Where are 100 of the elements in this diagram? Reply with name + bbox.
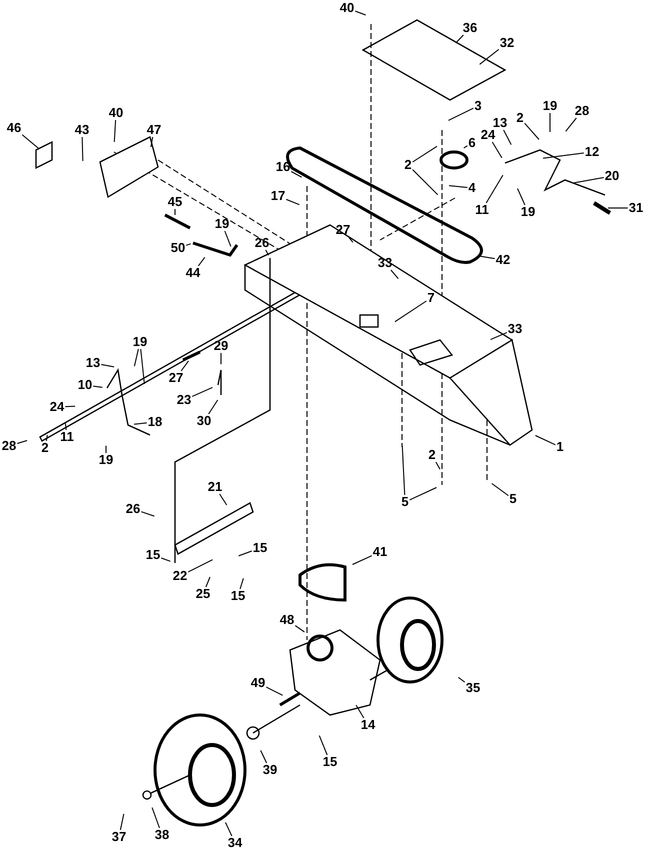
leader-line [448,185,468,188]
callout-number: 5 [400,495,410,509]
leader-line [140,511,155,517]
callout-number: 19 [98,453,114,467]
callout-number: 2 [403,158,413,172]
callout-number: 15 [322,755,338,769]
leader-line [517,188,526,206]
callout-number: 15 [144,548,162,562]
leader-line [82,136,84,162]
leader-line [174,208,176,216]
callout-number: 32 [498,36,516,50]
leader-line [354,10,366,16]
leader-line [463,145,468,148]
callout-number: 45 [166,195,184,209]
leader-line [565,118,577,132]
callout-number: 41 [372,545,388,559]
callout-number: 4 [467,181,477,195]
callout-number: 42 [494,253,512,267]
callout-number: 28 [0,439,18,453]
callout-number: 27 [334,223,352,237]
callout-number: 50 [170,241,186,255]
leader-line [180,360,189,372]
callout-number: 5 [508,492,518,506]
callout-number: 10 [76,378,94,392]
leader-line [573,177,604,184]
callout-number: 7 [426,291,436,305]
leader-line [22,134,39,149]
leader-line [448,108,474,121]
callout-number: 30 [196,414,212,428]
leader-line [534,435,556,446]
callout-number: 11 [59,430,75,444]
callout-number: 43 [74,123,90,137]
leader-line [352,555,372,565]
leader-line [160,558,171,562]
leader-line [394,300,427,322]
leader-line [390,270,399,280]
callout-number: 15 [230,589,246,603]
leader-line [491,483,509,496]
callout-number: 16 [274,160,292,174]
leader-line [134,348,139,367]
leader-line [134,422,148,425]
callout-number: 21 [206,480,224,494]
leader-line [238,550,252,556]
leader-line [16,440,28,444]
callout-number: 35 [464,681,482,695]
leader-line [186,243,192,246]
leader-line [219,494,228,506]
callout-number: 39 [262,763,278,777]
leader-line [455,34,464,44]
leader-line [140,348,145,384]
leader-line [458,676,466,683]
callout-number: 24 [48,400,66,414]
callout-number: 1 [555,440,565,454]
leader-line [150,136,154,148]
leader-line [409,487,437,500]
callout-number: 31 [628,201,644,215]
callout-number: 17 [270,189,286,203]
leader-line [152,807,160,828]
callout-number: 40 [338,1,356,15]
leader-line [478,256,496,260]
leader-line [290,171,302,178]
callout-number: 34 [226,836,244,850]
callout-number: 23 [176,393,192,407]
leader-line [64,422,67,430]
callout-number: 33 [506,322,524,336]
leader-line [412,146,438,162]
leader-line [92,386,103,388]
leader-line [503,130,512,146]
leader-line [348,236,354,243]
callout-number: 24 [480,128,496,142]
callout-number: 2 [40,441,50,455]
callout-number: 19 [542,99,558,113]
leader-line [265,250,270,256]
leader-line [266,686,284,696]
leader-line [224,230,232,247]
callout-number: 28 [574,104,590,118]
leader-line [120,813,124,830]
callout-number: 26 [254,236,270,250]
leader-line [356,704,364,718]
leader-line [490,332,508,340]
leader-line [225,822,232,836]
leader-line [114,120,116,142]
callout-number: 11 [474,203,490,217]
callout-number: 14 [360,718,376,732]
callout-number: 20 [604,169,620,183]
leader-line [188,559,214,572]
leader-line [205,576,210,588]
callout-number: 19 [132,335,148,349]
callout-number: 29 [212,339,230,353]
callout-number: 18 [146,415,164,429]
callout-number: 40 [108,106,124,120]
leader-line [286,198,300,206]
leader-line [542,152,584,159]
callout-number: 44 [184,266,202,280]
callout-number: 3 [473,99,483,113]
callout-number: 26 [124,502,142,516]
callout-number: 47 [146,123,162,137]
leader-line [486,174,504,204]
leader-line [198,256,206,266]
leader-line [260,750,268,764]
